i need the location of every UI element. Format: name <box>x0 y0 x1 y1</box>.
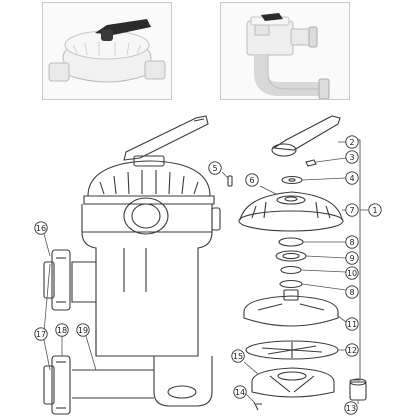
union-nut-top <box>51 249 71 311</box>
callout-number: 8 <box>349 288 354 297</box>
callout-number: 5 <box>212 164 217 173</box>
callout-2: 2 <box>345 135 359 149</box>
valve-photo-illustration <box>43 3 171 99</box>
assembled-valve-drawing <box>43 115 221 415</box>
callout-circle <box>345 235 359 249</box>
part-seal <box>275 250 307 262</box>
callout-circle <box>208 161 222 175</box>
valve-photo-illustration <box>221 3 349 100</box>
callout-circle <box>345 171 359 185</box>
callout-15: 14 <box>233 385 247 399</box>
callout-circle <box>345 203 359 217</box>
part-valve-base <box>251 367 335 398</box>
callout-number: 19 <box>78 326 88 335</box>
callout-circle <box>344 401 358 415</box>
callout-circle <box>231 349 245 363</box>
callout-20: 19 <box>76 323 90 337</box>
callout-9: 9 <box>345 251 359 265</box>
callout-number: 1 <box>372 206 377 215</box>
callout-circle <box>245 173 259 187</box>
callout-circle <box>55 323 69 337</box>
callout-number: 14 <box>235 388 245 397</box>
callout-circle <box>345 266 359 280</box>
valve-dome <box>87 160 211 197</box>
part-pin <box>227 175 233 187</box>
part-screw <box>305 159 317 167</box>
callout-11: 8 <box>345 285 359 299</box>
callout-circle <box>368 203 382 217</box>
valve-handle <box>123 115 209 161</box>
callout-14: 13 <box>344 401 358 415</box>
callout-7: 7 <box>345 203 359 217</box>
part-drain-plug <box>253 401 262 411</box>
callout-19: 18 <box>55 323 69 337</box>
part-o-ring-lower <box>279 279 303 289</box>
part-washer <box>281 175 303 185</box>
callout-circle <box>34 327 48 341</box>
callout-number: 8 <box>349 238 354 247</box>
callout-number: 16 <box>36 224 46 233</box>
valve-body <box>81 204 213 357</box>
callout-circle <box>345 251 359 265</box>
callout-number: 17 <box>36 330 46 339</box>
callout-10: 10 <box>345 266 359 280</box>
callout-number: 7 <box>349 206 354 215</box>
callout-number: 3 <box>349 153 354 162</box>
part-rotor <box>243 295 339 327</box>
callout-6: 6 <box>245 173 259 187</box>
callout-circle <box>345 317 359 331</box>
callout-12: 11 <box>345 317 359 331</box>
callout-number: 2 <box>349 138 354 147</box>
callout-number: 18 <box>57 326 67 335</box>
photo-side-mount-valve <box>220 2 350 100</box>
part-o-ring <box>278 237 304 247</box>
callout-5: 5 <box>208 161 222 175</box>
callout-number: 15 <box>233 352 243 361</box>
callout-13: 12 <box>345 343 359 357</box>
callout-circle <box>76 323 90 337</box>
callout-number: 9 <box>349 254 354 263</box>
callout-18: 17 <box>34 327 48 341</box>
callout-number: 13 <box>346 404 356 413</box>
callout-number: 6 <box>249 176 254 185</box>
callout-circle <box>345 285 359 299</box>
union-nut-bottom <box>51 355 71 415</box>
callout-circle <box>34 221 48 235</box>
callout-circle <box>233 385 247 399</box>
callout-8: 8 <box>345 235 359 249</box>
callout-number: 4 <box>349 174 354 183</box>
callout-number: 12 <box>347 346 357 355</box>
callout-circle <box>345 135 359 149</box>
part-dome-cover <box>239 191 343 221</box>
part-handle <box>272 115 341 151</box>
part-spacer <box>280 265 302 275</box>
callout-1: 1 <box>368 203 382 217</box>
callout-circle <box>345 150 359 164</box>
callout-3: 3 <box>345 150 359 164</box>
callout-16: 15 <box>231 349 245 363</box>
callout-17: 16 <box>34 221 48 235</box>
callout-circle <box>345 343 359 357</box>
callout-number: 11 <box>347 320 357 329</box>
callout-4: 4 <box>345 171 359 185</box>
valve-lower-elbow <box>153 356 213 407</box>
callout-number: 10 <box>347 269 357 278</box>
leader-lines <box>43 141 368 404</box>
photo-top-mount-valve <box>42 2 172 100</box>
